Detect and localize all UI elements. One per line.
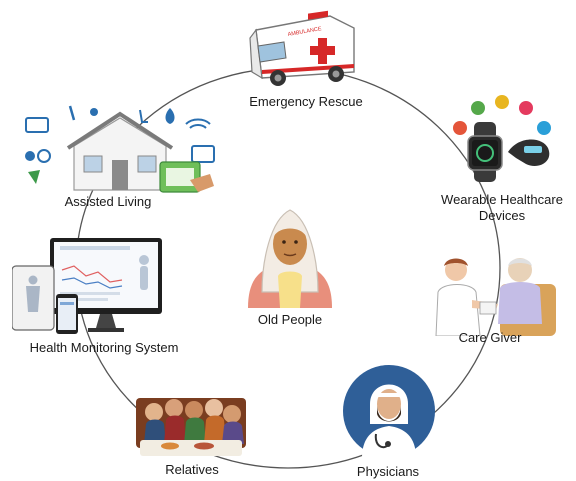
- old-person-icon: [248, 209, 332, 308]
- caregiver-icon: [435, 258, 556, 336]
- relatives-label: Relatives: [165, 462, 219, 477]
- center-label: Old People: [257, 312, 323, 327]
- assisted-living-label: Assisted Living: [64, 194, 152, 209]
- emergency-rescue-label: Emergency Rescue: [249, 94, 363, 109]
- monitor-devices-icon: [12, 238, 162, 334]
- health-monitoring-label: Health Monitoring System: [29, 340, 179, 355]
- wearable-label-line1: Wearable Healthcare: [441, 192, 563, 207]
- smartwatch-icon: [453, 95, 551, 182]
- smart-house-icon: [25, 105, 215, 193]
- ambulance-text: AMBULANCE: [287, 26, 322, 38]
- wearable-label-line2: Devices: [478, 208, 526, 223]
- physicians-label: Physicians: [356, 464, 420, 479]
- wearable-label: Wearable Healthcare Devices: [428, 192, 576, 224]
- physician-icon: [343, 365, 435, 458]
- family-dinner-icon: [136, 398, 246, 456]
- care-giver-label: Care Giver: [458, 330, 522, 345]
- ambulance-icon: AMBULANCE: [249, 10, 355, 86]
